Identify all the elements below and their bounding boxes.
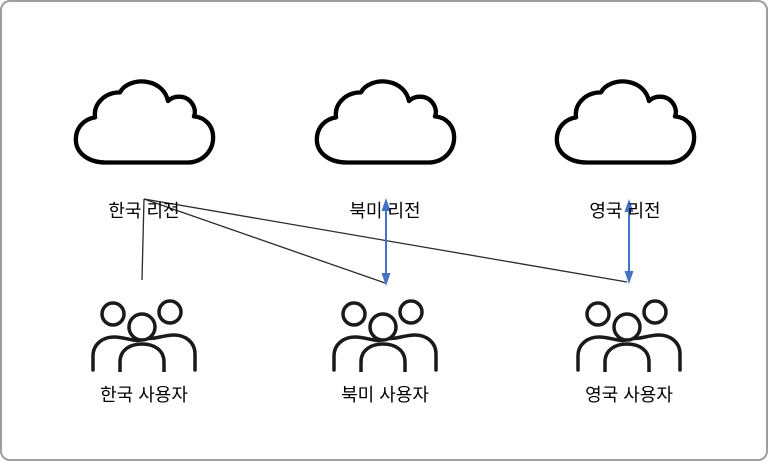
region-na-label: 북미 리전 [349, 201, 421, 221]
usergroup-uk: 영국 사용자 [549, 298, 709, 405]
region-uk-label: 영국 리전 [589, 201, 661, 221]
users-icon [91, 299, 197, 372]
usergroup-uk-label: 영국 사용자 [585, 385, 673, 405]
double-arrow-na-icon [381, 198, 391, 286]
usergroup-korea-label: 한국 사용자 [100, 385, 188, 405]
region-korea: 한국 리전 [64, 78, 224, 228]
cloud-icon [314, 79, 457, 165]
usergroup-na-label: 북미 사용자 [341, 385, 429, 405]
cloud-icon [73, 79, 216, 165]
cloud-icon [554, 79, 697, 165]
region-north-america: 북미 리전 [305, 78, 465, 228]
region-korea-label: 한국 리전 [108, 201, 180, 221]
line-korea-region-to-korea-users [141, 198, 145, 281]
users-icon [332, 299, 438, 372]
usergroup-korea: 한국 사용자 [64, 298, 224, 405]
line-korea-region-to-na-users [143, 198, 386, 284]
usergroup-north-america: 북미 사용자 [305, 298, 465, 405]
users-icon [576, 299, 682, 372]
region-uk: 영국 리전 [545, 78, 705, 228]
double-arrow-uk-icon [624, 199, 634, 284]
